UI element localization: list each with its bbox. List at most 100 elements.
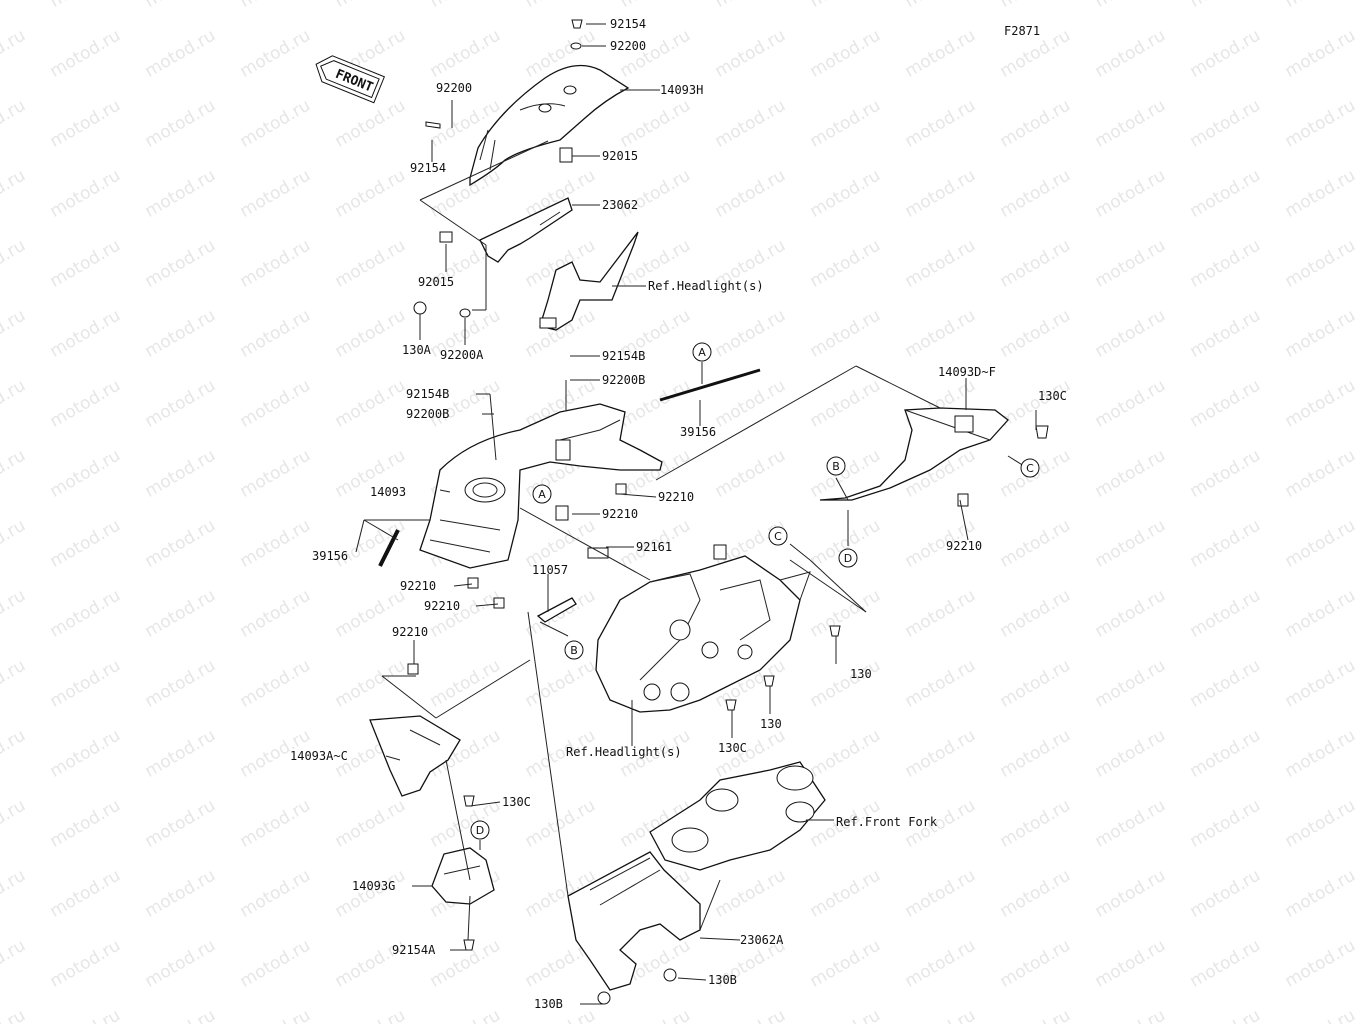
watermark-text: motod.ru <box>46 236 124 292</box>
ref-marker-b-lower: B <box>564 640 584 660</box>
watermark-text: motod.ru <box>1281 236 1359 292</box>
watermark-text: motod.ru <box>236 166 314 222</box>
bracket-23062a <box>567 851 701 991</box>
watermark-text: motod.ru <box>236 586 314 642</box>
callout-23062: 23062 <box>602 198 638 212</box>
watermark-text: motod.ru <box>711 166 789 222</box>
bracket-headlight-ref-top <box>539 231 639 331</box>
watermark-text: motod.ru <box>806 236 884 292</box>
callout-130b-right: 130B <box>708 973 737 987</box>
clip-92210-icon <box>467 577 479 589</box>
watermark-text: motod.ru <box>236 516 314 572</box>
callout-ref-headlight-lower: Ref.Headlight(s) <box>566 745 682 759</box>
side-cover-14093a-c <box>369 715 461 797</box>
watermark-text: motod.ru <box>141 96 219 152</box>
watermark-text: motod.ru <box>331 306 409 362</box>
watermark-text: motod.ru <box>806 586 884 642</box>
watermark-text: motod.ru <box>1186 796 1264 852</box>
watermark-text: motod.ru <box>1281 26 1359 82</box>
watermark-text: motod.ru <box>141 936 219 992</box>
watermark-text: motod.ru <box>426 26 504 82</box>
watermark-text: motod.ru <box>711 376 789 432</box>
watermark-text: motod.ru <box>46 96 124 152</box>
watermark-text: motod.ru <box>1186 1006 1264 1024</box>
callout-130c-right: 130C <box>1038 389 1067 403</box>
watermark-text: motod.ru <box>996 96 1074 152</box>
watermark-text: motod.ru <box>141 796 219 852</box>
front-fork-upper-clamp <box>649 761 826 871</box>
callout-14093: 14093 <box>370 485 406 499</box>
watermark-text: motod.ru <box>901 726 979 782</box>
watermark-text: motod.ru <box>141 516 219 572</box>
callout-92210-b: 92210 <box>602 507 638 521</box>
watermark-text: motod.ru <box>46 306 124 362</box>
callout-130-lower: 130 <box>760 717 782 731</box>
watermark-text: motod.ru <box>806 0 884 12</box>
watermark-text: motod.ru <box>331 866 409 922</box>
watermark-text: motod.ru <box>996 586 1074 642</box>
watermark-text: motod.ru <box>331 796 409 852</box>
bolt-130-lower-icon <box>763 675 775 687</box>
watermark-text: motod.ru <box>141 656 219 712</box>
watermark-text: motod.ru <box>1281 726 1359 782</box>
watermark-text: motod.ru <box>806 656 884 712</box>
watermark-text: motod.ru <box>0 306 29 362</box>
bracket-11057 <box>536 597 577 623</box>
watermark-text: motod.ru <box>1091 1006 1169 1024</box>
watermark-text: motod.ru <box>521 0 599 12</box>
watermark-text: motod.ru <box>331 656 409 712</box>
bolt-130c-left-icon <box>463 795 475 807</box>
callout-92015-left: 92015 <box>418 275 454 289</box>
watermark-text: motod.ru <box>141 726 219 782</box>
watermark-text: motod.ru <box>1091 796 1169 852</box>
callout-92200b-right: 92200B <box>602 373 645 387</box>
watermark-text: motod.ru <box>806 726 884 782</box>
watermark-text: motod.ru <box>901 656 979 712</box>
watermark-text: motod.ru <box>1091 586 1169 642</box>
callout-92154a: 92154A <box>392 943 436 957</box>
watermark-text: motod.ru <box>1281 586 1359 642</box>
watermark-text: motod.ru <box>236 796 314 852</box>
watermark-text: motod.ru <box>996 796 1074 852</box>
watermark-text: motod.ru <box>806 306 884 362</box>
watermark-text: motod.ru <box>46 376 124 432</box>
ref-marker-b-right: B <box>826 456 846 476</box>
bolt-130-right-icon <box>829 625 841 637</box>
watermark-text: motod.ru <box>426 0 504 12</box>
watermark-text: motod.ru <box>996 306 1074 362</box>
watermark-text: motod.ru <box>901 236 979 292</box>
watermark-text: motod.ru <box>1186 306 1264 362</box>
watermark-text: motod.ru <box>0 796 29 852</box>
watermark-text: motod.ru <box>1186 726 1264 782</box>
callout-ref-headlight-top: Ref.Headlight(s) <box>648 279 764 293</box>
upper-cover-14093h <box>469 64 630 187</box>
watermark-text: motod.ru <box>1186 166 1264 222</box>
washer-92200a-icon <box>459 308 471 318</box>
watermark-text: motod.ru <box>0 0 29 12</box>
watermark-text: motod.ru <box>1091 656 1169 712</box>
clip-92210-lower-icon <box>493 597 505 609</box>
watermark-text: motod.ru <box>331 1006 409 1024</box>
watermark-text: motod.ru <box>901 586 979 642</box>
watermark-text: motod.ru <box>711 866 789 922</box>
svg-text:C: C <box>1026 462 1034 475</box>
watermark-text: motod.ru <box>1091 516 1169 572</box>
headlight-assembly <box>587 544 811 713</box>
ref-marker-c-center: C <box>768 526 788 546</box>
watermark-text: motod.ru <box>236 446 314 502</box>
watermark-text: motod.ru <box>46 656 124 712</box>
watermark-text: motod.ru <box>1186 656 1264 712</box>
watermark-text: motod.ru <box>46 796 124 852</box>
screw-92154-top-icon <box>571 19 583 29</box>
watermark-text: motod.ru <box>996 516 1074 572</box>
callout-14093h: 14093H <box>660 83 703 97</box>
washer-92200-top-icon <box>570 42 582 50</box>
watermark-text: motod.ru <box>901 936 979 992</box>
watermark-text: motod.ru <box>711 26 789 82</box>
callout-14093d-f: 14093D~F <box>938 365 996 379</box>
watermark-text: motod.ru <box>0 516 29 572</box>
watermark-text: motod.ru <box>0 936 29 992</box>
watermark-text: motod.ru <box>616 1006 694 1024</box>
watermark-text: motod.ru <box>616 26 694 82</box>
watermark-text: motod.ru <box>46 446 124 502</box>
